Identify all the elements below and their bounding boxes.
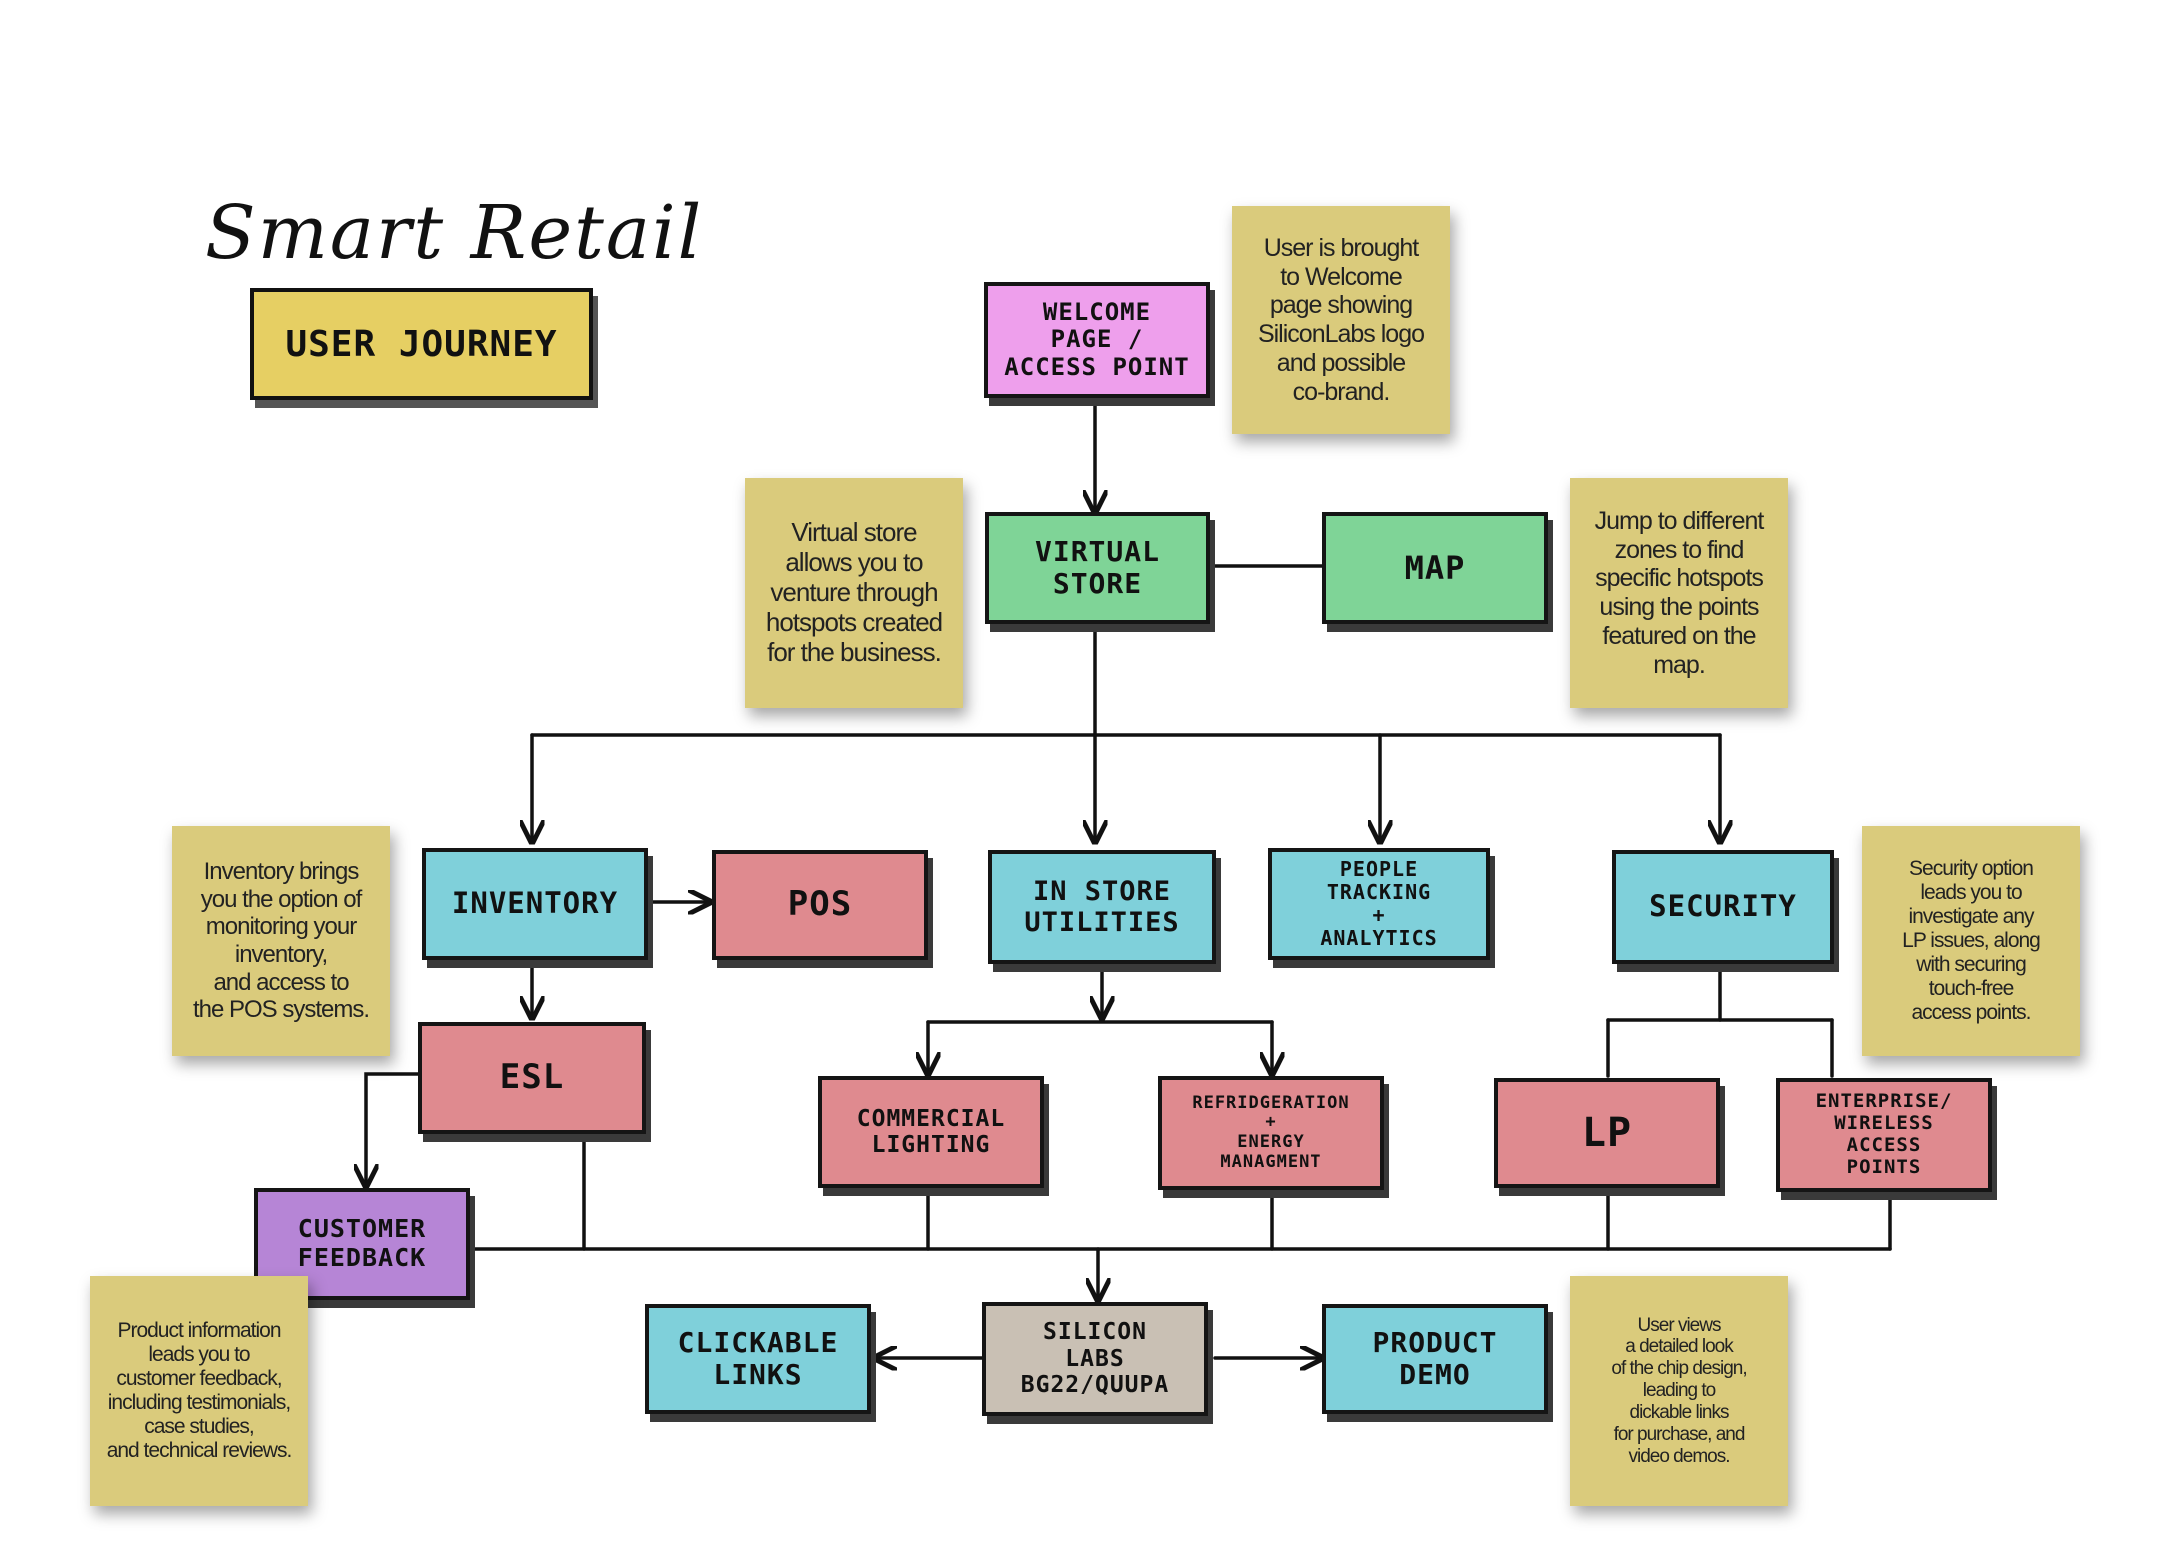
diagram-title: Smart Retail bbox=[205, 190, 704, 276]
esl-box[interactable]: ESL bbox=[418, 1022, 646, 1134]
commercial-lighting-box[interactable]: COMMERCIAL LIGHTING bbox=[818, 1076, 1044, 1188]
enterprise-wireless-box[interactable]: ENTERPRISE/ WIRELESS ACCESS POINTS bbox=[1776, 1078, 1992, 1192]
welcome-note: User is brought to Welcome page showing … bbox=[1232, 206, 1450, 434]
lp-box[interactable]: LP bbox=[1494, 1078, 1720, 1188]
virtual-store-note: Virtual store allows you to venture thro… bbox=[745, 478, 963, 708]
people-tracking-box[interactable]: PEOPLE TRACKING + ANALYTICS bbox=[1268, 848, 1490, 960]
connector-esl-to-feedback bbox=[366, 1072, 420, 1186]
silicon-labs-box[interactable]: SILICON LABS BG22/QUUPA bbox=[982, 1302, 1208, 1416]
virtual-store-box[interactable]: VIRTUAL STORE bbox=[985, 512, 1210, 624]
user-views-note: User views a detailed look of the chip d… bbox=[1570, 1276, 1788, 1506]
product-demo-box[interactable]: PRODUCT DEMO bbox=[1322, 1304, 1548, 1414]
map-box[interactable]: MAP bbox=[1322, 512, 1548, 624]
refridgeration-energy-box[interactable]: REFRIDGERATION + ENERGY MANAGMENT bbox=[1158, 1076, 1384, 1190]
security-note: Security option leads you to investigate… bbox=[1862, 826, 2080, 1056]
product-information-note: Product information leads you to custome… bbox=[90, 1276, 308, 1506]
clickable-links-box[interactable]: CLICKABLE LINKS bbox=[645, 1304, 871, 1414]
user-journey-label: USER JOURNEY bbox=[250, 288, 593, 400]
pos-box[interactable]: POS bbox=[712, 850, 928, 960]
security-box[interactable]: SECURITY bbox=[1612, 850, 1834, 964]
customer-feedback-box[interactable]: CUSTOMER FEEDBACK bbox=[254, 1188, 470, 1300]
inventory-box[interactable]: INVENTORY bbox=[422, 848, 648, 960]
in-store-utilities-box[interactable]: IN STORE UTILITIES bbox=[988, 850, 1216, 964]
inventory-note: Inventory brings you the option of monit… bbox=[172, 826, 390, 1056]
map-note: Jump to different zones to find specific… bbox=[1570, 478, 1788, 708]
welcome-page-box[interactable]: WELCOME PAGE / ACCESS POINT bbox=[984, 282, 1210, 398]
